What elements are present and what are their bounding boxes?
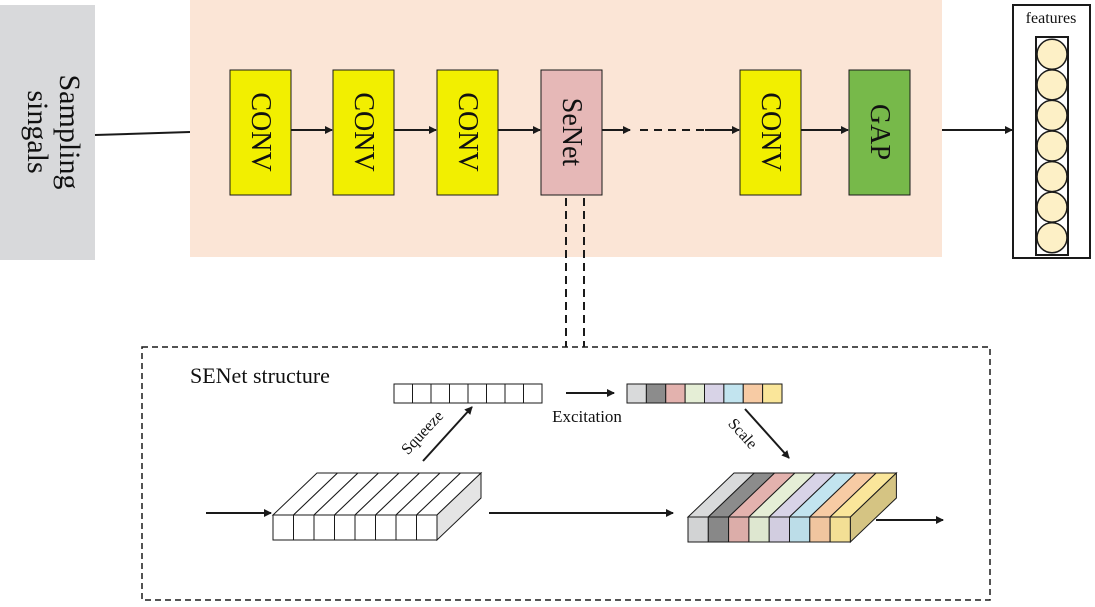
excitation-cell [684, 383, 705, 404]
tensor-channel-front [768, 516, 791, 543]
block-conv-2-box [332, 69, 395, 196]
squeeze-vector [393, 383, 543, 404]
excitation-label: Excitation [552, 407, 622, 426]
block-conv-4-box [739, 69, 802, 196]
squeeze-cell [523, 383, 543, 404]
features-label: features [1026, 10, 1077, 27]
block-conv-1: CONV [229, 69, 292, 196]
input-connector [94, 131, 191, 136]
senet-structure-box [141, 346, 991, 601]
tensor-channel-front [707, 516, 730, 543]
excitation-cell [645, 383, 667, 404]
feature-node [1036, 130, 1068, 162]
feature-node [1036, 69, 1068, 101]
block-conv-3: CONV [436, 69, 499, 196]
block-conv-3-label: CONV [452, 92, 483, 171]
tensor-channel-front [313, 514, 335, 541]
excitation-cell [665, 383, 686, 404]
block-conv-3-box [436, 69, 499, 196]
feature-node [1036, 191, 1068, 223]
block-senet-box [540, 69, 603, 196]
squeeze-cell [486, 383, 506, 404]
tensor-side-face [849, 471, 897, 544]
feature-nodes [1036, 38, 1068, 254]
input-label: Sampling singals [21, 74, 86, 189]
tensor-side-face [436, 471, 482, 542]
block-gap-label: GAP [864, 104, 895, 160]
block-gap: GAP [848, 69, 911, 196]
tensor-channel-front [354, 514, 376, 541]
squeeze-arrow [422, 406, 473, 462]
feature-node [1036, 221, 1068, 254]
block-conv-1-box [229, 69, 292, 196]
squeeze-cell [449, 383, 469, 404]
tensor-channel-front [375, 514, 397, 541]
squeeze-cell [412, 383, 432, 404]
excitation-cell [762, 383, 783, 404]
senet-structure-title: SENet structure [190, 363, 330, 388]
scaled-feature-tensor [686, 471, 898, 544]
input-label-line2: singals [21, 90, 54, 173]
feature-node [1036, 38, 1068, 71]
block-senet: SeNet [540, 69, 603, 196]
squeeze-label: Squeeze [398, 408, 447, 459]
tensor-channel-front [416, 514, 438, 541]
tensor-channel-front [829, 516, 851, 543]
tensor-channel-front [687, 516, 709, 543]
tensor-channel-front [809, 516, 831, 543]
squeeze-cell [467, 383, 487, 404]
block-conv-2-label: CONV [348, 92, 379, 171]
block-conv-2: CONV [332, 69, 395, 196]
tensor-channel-front [293, 514, 315, 541]
block-conv-1-label: CONV [245, 92, 276, 171]
block-senet-label: SeNet [556, 98, 587, 167]
tensor-channel-front [334, 514, 356, 541]
tensor-channel-front [748, 516, 770, 543]
excitation-vector [626, 383, 783, 404]
squeeze-cell [504, 383, 524, 404]
excitation-cell [723, 383, 744, 404]
block-gap-box [848, 69, 911, 196]
tensor-channel-front [395, 514, 417, 541]
input-label-line1: Sampling [53, 74, 86, 189]
excitation-cell [704, 383, 725, 404]
tensor-channel-front [789, 516, 811, 543]
scale-arrow [744, 408, 790, 459]
squeeze-cell [430, 383, 450, 404]
squeeze-cell [393, 383, 413, 404]
excitation-cell [626, 383, 647, 404]
input-box [0, 5, 95, 260]
feature-node [1036, 160, 1068, 193]
tensor-channel-front [272, 514, 294, 541]
tensor-channel-front [728, 516, 750, 543]
block-conv-4-label: CONV [755, 92, 786, 171]
block-conv-4: CONV [739, 69, 802, 196]
input-feature-tensor [271, 471, 483, 542]
excitation-cell [742, 383, 764, 404]
feature-node [1036, 99, 1068, 132]
